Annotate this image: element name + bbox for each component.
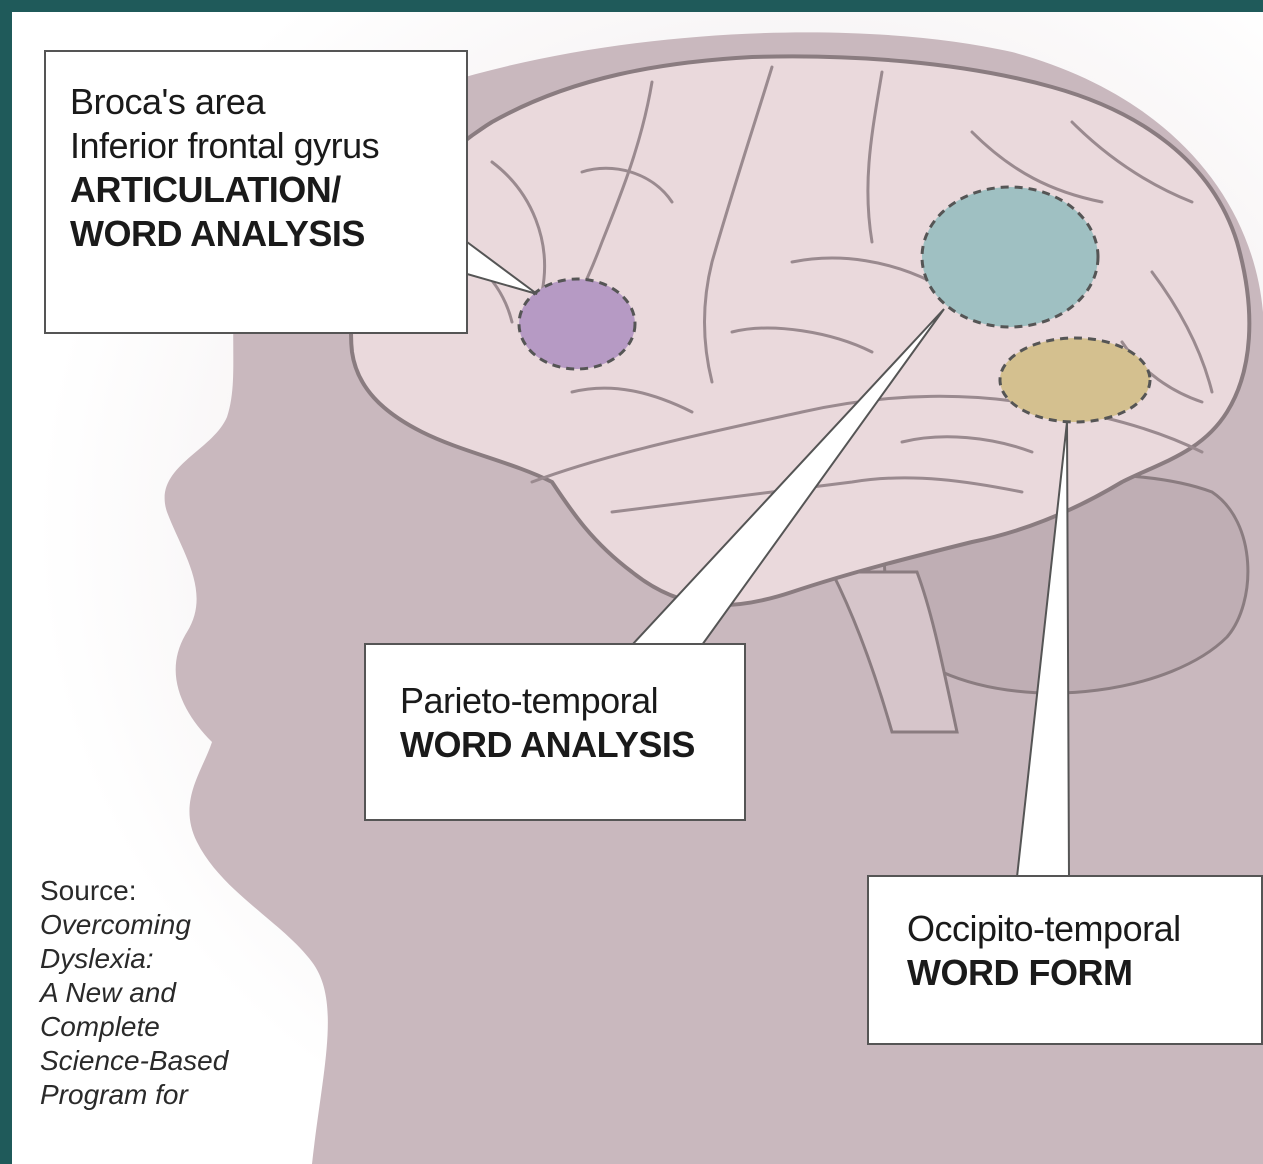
- source-title-line: Overcoming: [40, 908, 300, 942]
- source-title-line: A New and: [40, 976, 300, 1010]
- source-title-line: Program for: [40, 1078, 300, 1112]
- broca-function-line2: WORD ANALYSIS: [70, 212, 466, 256]
- source-heading: Source:: [40, 874, 300, 908]
- parieto-temporal-region: [922, 187, 1098, 327]
- diagram-frame: Broca's area Inferior frontal gyrus ARTI…: [12, 12, 1263, 1164]
- source-title-line: Complete: [40, 1010, 300, 1044]
- broca-area-name: Broca's area: [70, 80, 466, 124]
- broca-label-box: Broca's area Inferior frontal gyrus ARTI…: [44, 50, 468, 334]
- broca-function-line1: ARTICULATION/: [70, 168, 466, 212]
- parieto-label-box: Parieto-temporal WORD ANALYSIS: [364, 643, 746, 821]
- parieto-function: WORD ANALYSIS: [400, 723, 744, 767]
- source-title-line: Science-Based: [40, 1044, 300, 1078]
- source-citation: Source: Overcoming Dyslexia: A New and C…: [40, 874, 300, 1112]
- source-title-line: Dyslexia:: [40, 942, 300, 976]
- occipito-temporal-region: [1000, 338, 1150, 422]
- broca-area-location: Inferior frontal gyrus: [70, 124, 466, 168]
- occipito-label-box: Occipito-temporal WORD FORM: [867, 875, 1263, 1045]
- parieto-area-name: Parieto-temporal: [400, 679, 744, 723]
- occipito-function: WORD FORM: [907, 951, 1261, 995]
- occipito-area-name: Occipito-temporal: [907, 907, 1261, 951]
